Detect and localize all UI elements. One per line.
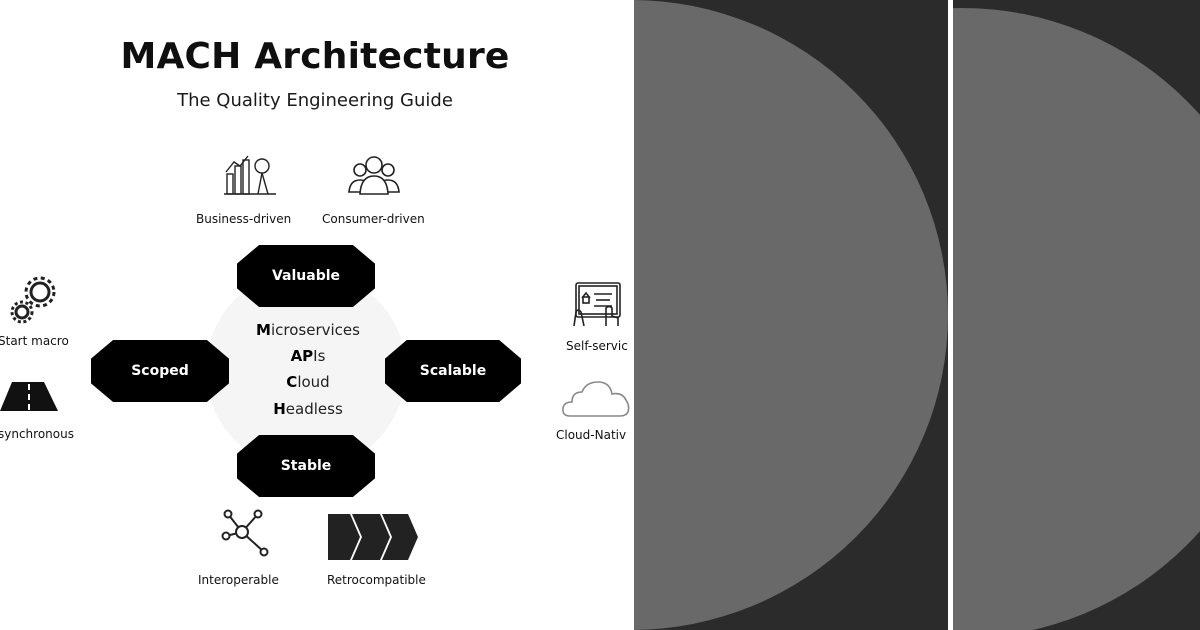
page-title: MACH Architecture [120, 36, 510, 77]
hexagon-scalable: Scalable [385, 340, 521, 402]
infographic-panel: MACH Architecture The Quality Engineerin… [0, 36, 630, 587]
page-subtitle: The Quality Engineering Guide [177, 90, 453, 111]
consumer-driven-label: Consumer-driven [322, 212, 425, 226]
cloud-native-label: Cloud-Nativ [556, 428, 627, 442]
decorative-panel-1 [634, 0, 948, 630]
touchscreen-hands-icon [573, 282, 621, 327]
start-macro-label: Start macro [0, 334, 69, 348]
hexagon-stable: Stable [237, 435, 375, 497]
self-service-label: Self-servic [566, 339, 628, 353]
cloud-icon [562, 381, 630, 417]
mach-line-microservices: Microservices [256, 321, 360, 339]
interoperable-label: Interoperable [198, 573, 279, 587]
business-driven-label: Business-driven [196, 212, 292, 226]
mach-line-apis: APIs [290, 347, 326, 365]
decorative-panel-2 [953, 0, 1200, 630]
mach-line-headless: Headless [273, 400, 343, 418]
gears-icon [10, 276, 56, 324]
retrocompatible-label: Retrocompatible [327, 573, 426, 587]
road-icon [0, 382, 58, 411]
chevron-arrows-icon [328, 514, 418, 560]
people-group-icon [348, 156, 400, 195]
mach-line-cloud: Cloud [286, 373, 330, 391]
hexagon-valuable: Valuable [237, 245, 375, 307]
asynchronous-label: synchronous [0, 427, 74, 441]
semicircle-1 [634, 0, 948, 630]
business-chart-magnifier-icon [224, 155, 276, 195]
network-node-icon [221, 509, 269, 557]
panel-divider [948, 0, 953, 630]
semicircle-2 [953, 8, 1200, 630]
hexagon-scoped: Scoped [91, 340, 229, 402]
decorative-panels [634, 0, 1200, 630]
